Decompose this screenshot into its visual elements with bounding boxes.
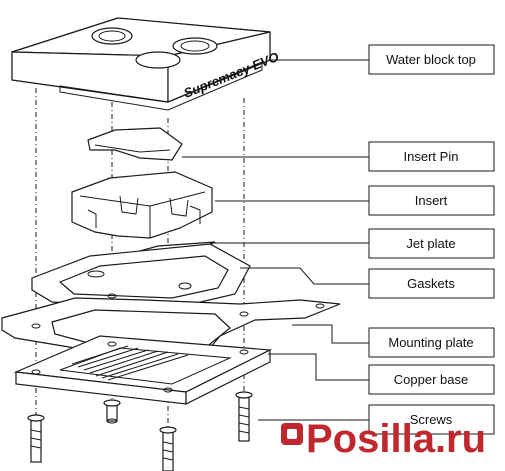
screw (27, 414, 45, 463)
label-text: Insert (415, 193, 448, 208)
label-text: Insert Pin (404, 149, 459, 164)
label-mounting-plate: Mounting plate (368, 327, 495, 358)
label-text: Gaskets (407, 276, 455, 291)
insert-pin (87, 127, 183, 161)
water-block-top: Supremacy EVO (11, 17, 281, 111)
label-text: Jet plate (406, 236, 455, 251)
watermark: Posilla.ru (281, 417, 486, 461)
label-text: Copper base (394, 372, 468, 387)
label-insert: Insert (368, 185, 495, 216)
label-text: Mounting plate (388, 335, 473, 350)
insert (71, 171, 213, 239)
screws (27, 391, 253, 471)
label-text: Screws (410, 412, 453, 427)
copper-base (13, 335, 273, 405)
label-insert-pin: Insert Pin (368, 141, 495, 172)
label-water-block-top: Water block top (368, 44, 495, 75)
watermark-text: Posilla.ru (306, 417, 486, 461)
label-gaskets: Gaskets (368, 268, 495, 299)
label-copper-base: Copper base (368, 364, 495, 395)
gaskets (31, 243, 251, 309)
label-jet-plate: Jet plate (368, 228, 495, 259)
leader-lines (182, 59, 369, 421)
screw (159, 426, 177, 471)
screw (103, 399, 121, 424)
label-boxes: Water block top Insert Pin Insert Jet pl… (368, 44, 495, 435)
screw (235, 391, 253, 442)
cooling-fins (71, 345, 189, 381)
label-text: Water block top (386, 52, 476, 67)
label-screws: Screws (368, 404, 495, 435)
